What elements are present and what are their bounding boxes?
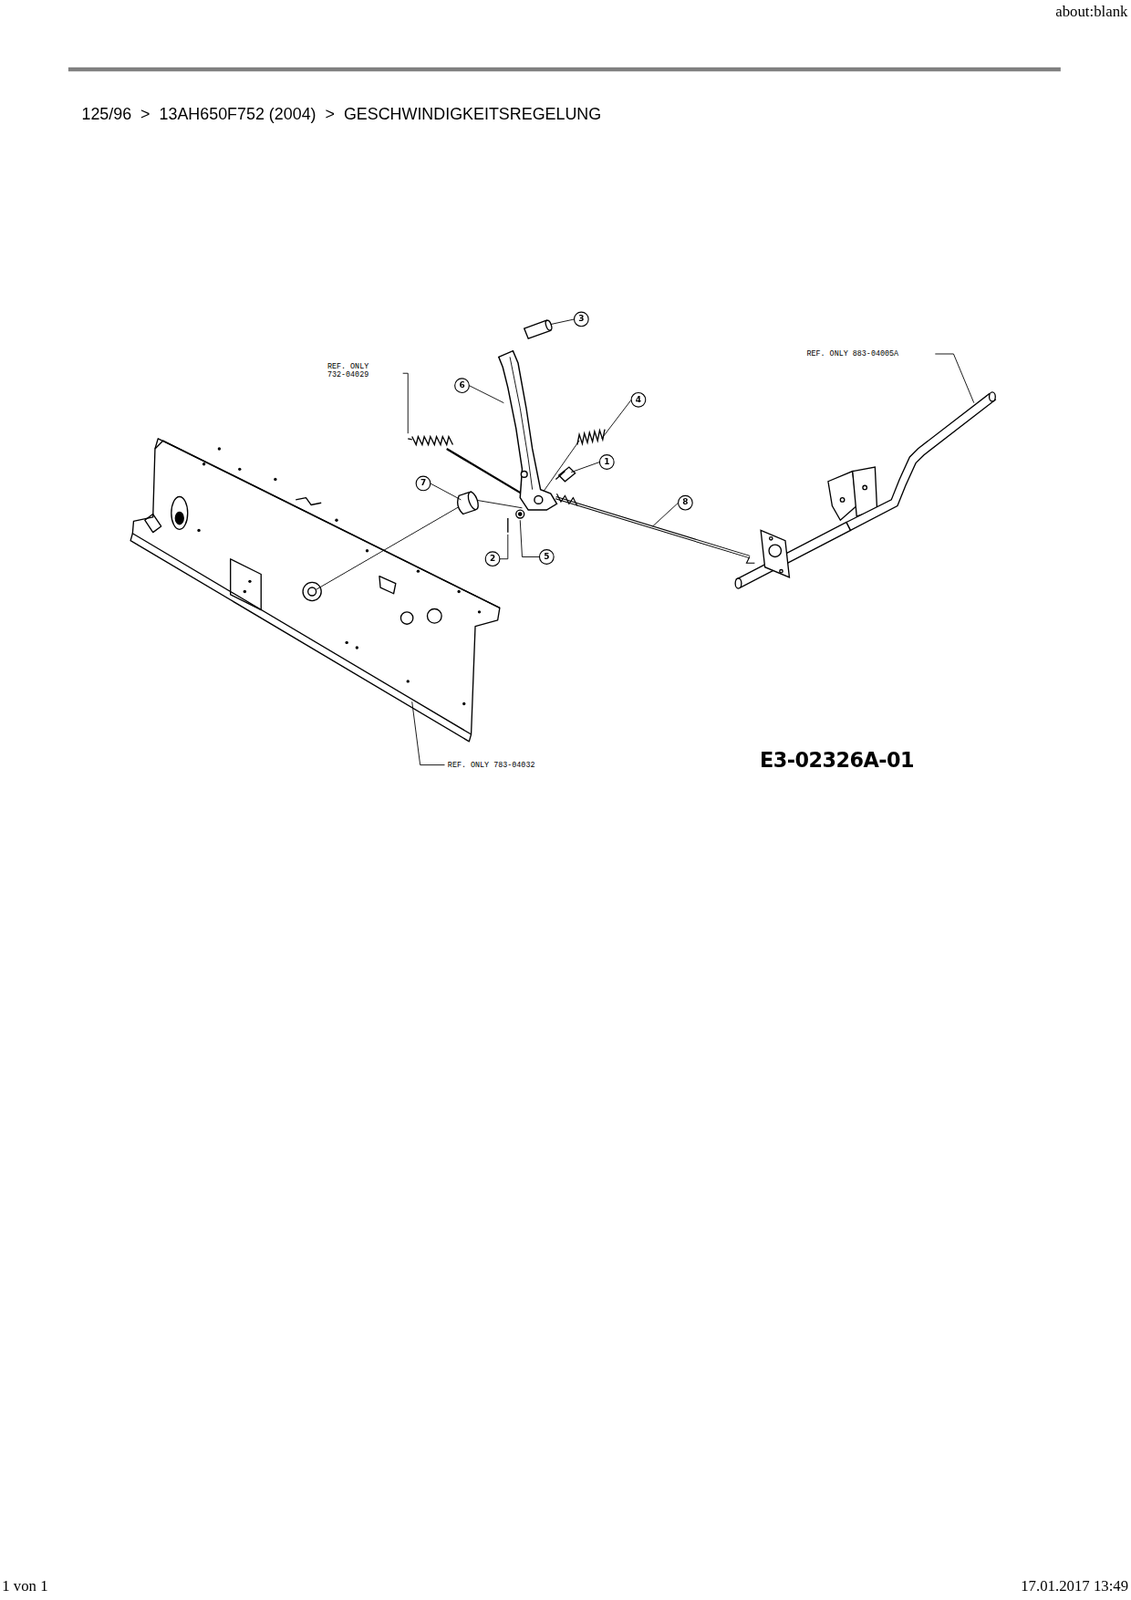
callout-number: 3 [574, 311, 590, 327]
page-count: 1 von 1 [1, 1577, 48, 1596]
browser-header: about:blank [1055, 2, 1128, 21]
callout-number: 1 [599, 455, 614, 470]
callout-number: 4 [631, 392, 646, 407]
reference-note: REF. ONLY 883-04005A [805, 350, 900, 359]
callout-number: 8 [678, 495, 694, 510]
reference-note: REF. ONLY 732-04029 [326, 362, 380, 379]
drawing-number: E3-02326A-01 [759, 747, 914, 773]
reference-note: REF. ONLY 783-04032 [446, 760, 537, 769]
timestamp: 17.01.2017 13:49 [1020, 1577, 1129, 1596]
breadcrumb-title: 125/96 > 13AH650F752 (2004) > GESCHWINDI… [81, 104, 602, 124]
callout-number: 2 [485, 551, 500, 567]
callout-number: 6 [455, 378, 470, 394]
callout-number: 7 [415, 476, 431, 491]
callout-number: 5 [539, 549, 554, 565]
